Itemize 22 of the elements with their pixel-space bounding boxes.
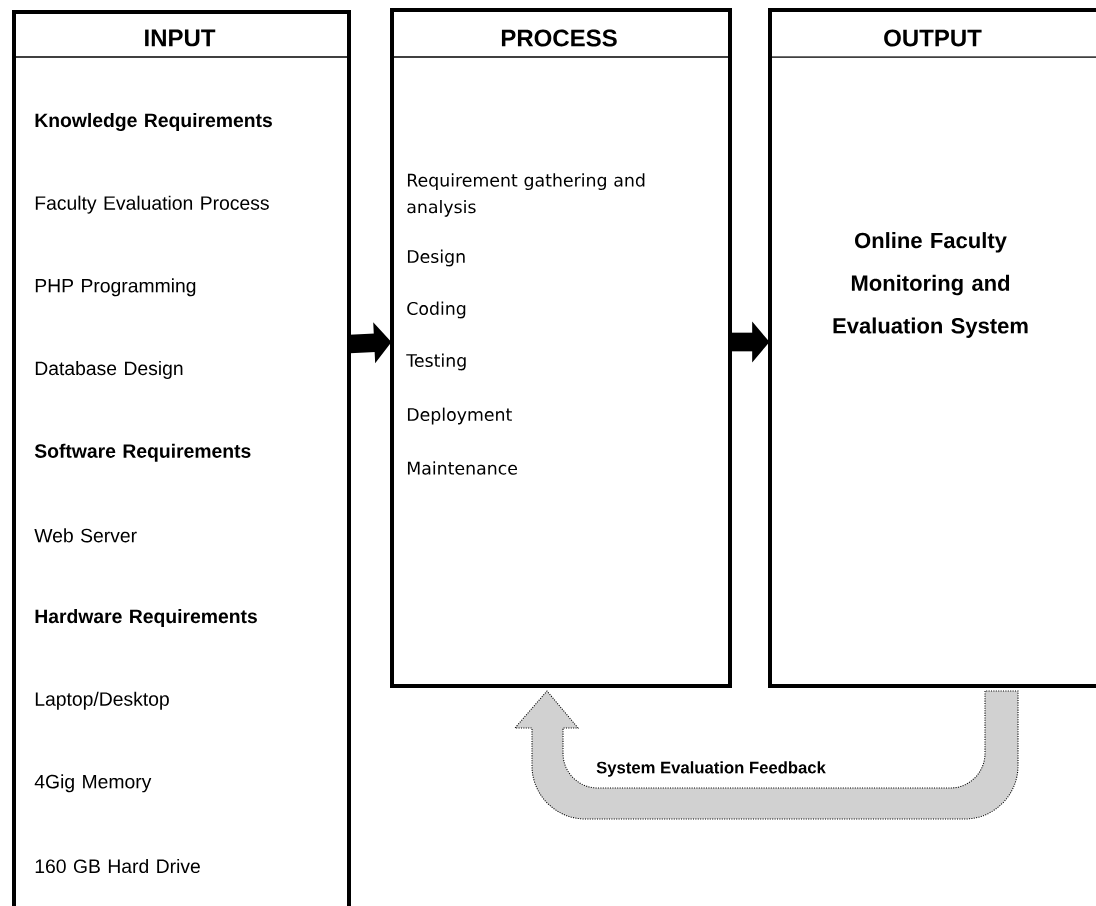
edge-label: System Evaluation Feedback: [596, 761, 826, 777]
list-item: PHP Programming: [35, 278, 196, 297]
list-item: Knowledge Requirements: [35, 112, 272, 132]
list-item: Online Faculty Monitoring and Evaluation System: [833, 232, 1028, 338]
list-item: Faculty Evaluation Process: [35, 195, 269, 214]
list-item: Database Design: [35, 361, 183, 379]
column-heading: INPUT: [145, 29, 216, 47]
list-item: 160 GB Hard Drive: [35, 858, 200, 874]
list-item: Hardware Requirements: [35, 609, 257, 627]
list-item: Maintenance: [407, 461, 517, 475]
list-item: Coding: [407, 301, 466, 319]
list-item: Deployment: [407, 407, 512, 425]
list-item: Software Requirements: [34, 443, 251, 462]
column-heading: PROCESS: [501, 29, 617, 47]
list-item: 4Gig Memory: [34, 774, 152, 793]
list-item: Testing: [406, 353, 466, 371]
list-item: Requirement gathering and analysis: [407, 173, 645, 217]
list-item: Design: [407, 249, 465, 267]
column-heading: OUTPUT: [884, 29, 982, 47]
feedback-arrow: [514, 690, 1019, 820]
list-item: Laptop/Desktop: [35, 691, 169, 710]
list-item: Web Server: [34, 528, 137, 543]
